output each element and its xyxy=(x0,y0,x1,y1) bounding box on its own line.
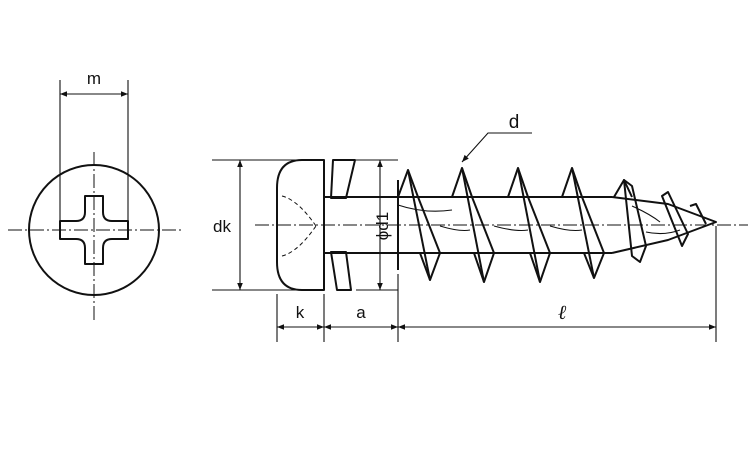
label-k: k xyxy=(296,303,305,322)
label-d1: ϕd1 xyxy=(373,212,392,240)
label-l: ℓ xyxy=(558,302,567,324)
label-d: d xyxy=(509,112,520,133)
side-view: dk ϕd1 d k a ℓ xyxy=(212,112,748,342)
label-dk: dk xyxy=(213,217,231,236)
recess-hidden-lower xyxy=(281,225,317,257)
end-view: m xyxy=(8,69,182,320)
recess-hidden-upper xyxy=(281,195,317,227)
thread-wing-upper xyxy=(330,159,356,199)
screw-tip xyxy=(611,179,717,263)
thread-crests-upper xyxy=(397,167,633,198)
pan-head xyxy=(276,159,325,291)
thread-crests-lower xyxy=(419,252,605,283)
phillips-recess-cross xyxy=(59,195,129,265)
label-a: a xyxy=(356,303,366,322)
d-leader xyxy=(461,132,532,163)
thread-wing-lower xyxy=(330,251,352,291)
label-m: m xyxy=(87,69,101,88)
